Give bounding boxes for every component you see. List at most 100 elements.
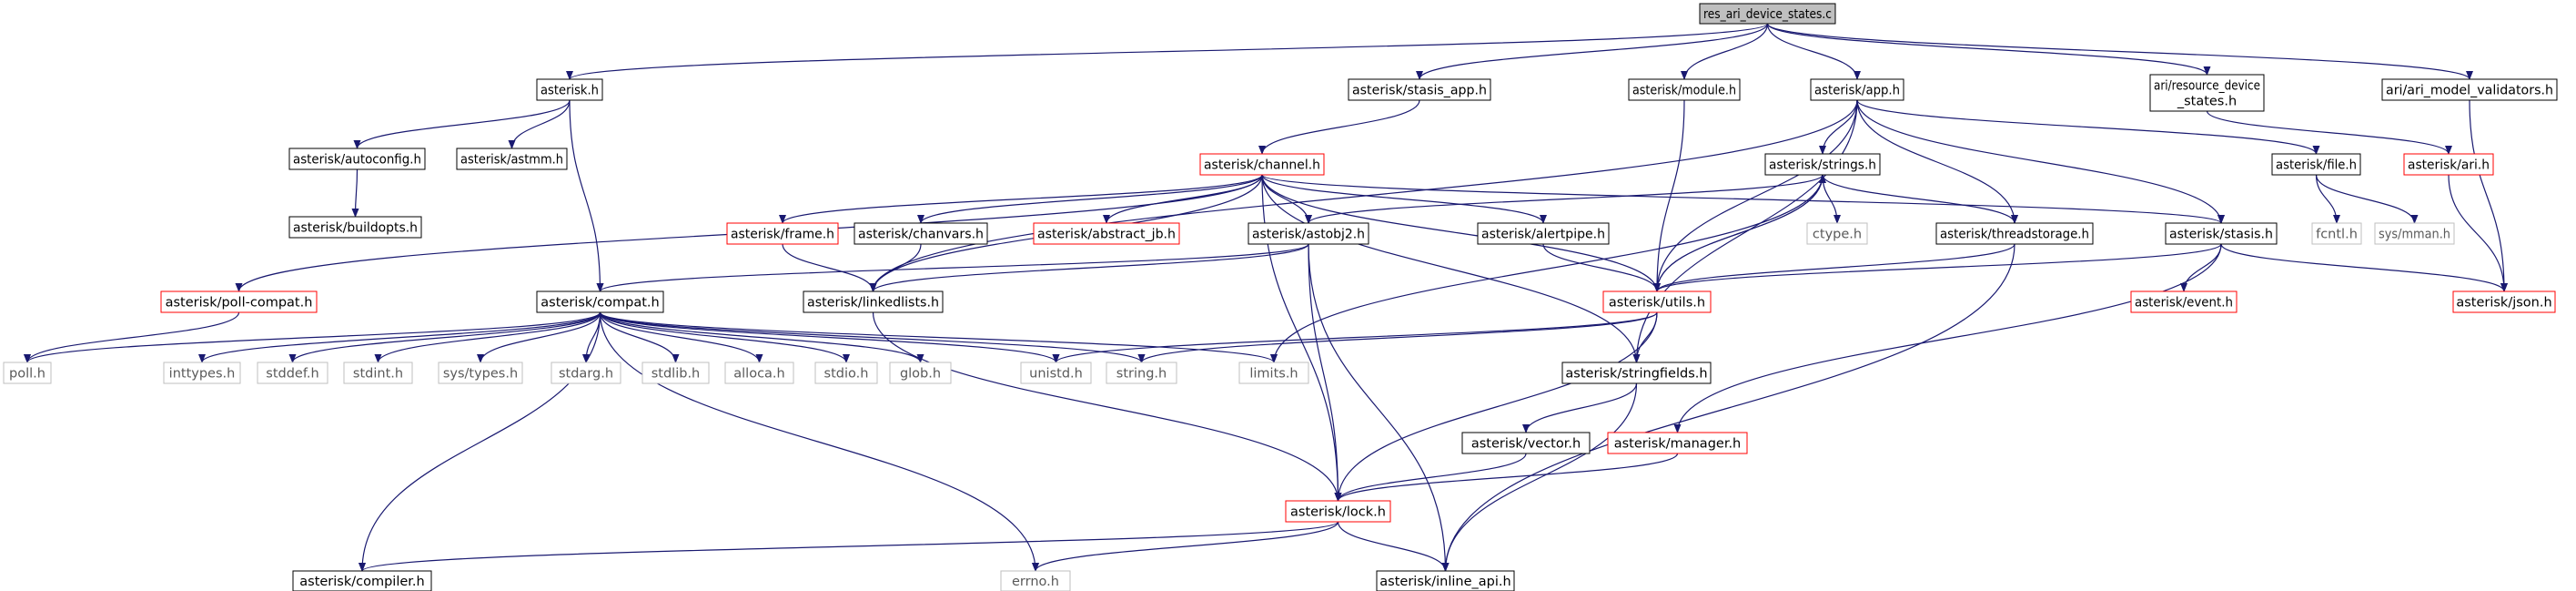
node-box [1376, 570, 1515, 591]
edge-utils_h-to-strings_h [1656, 174, 1826, 292]
node-box [1764, 153, 1881, 176]
edge-threadstorage_h-to-utils_h [1653, 243, 2015, 292]
edge-lock_h-to-errno_h [1032, 521, 1339, 572]
edge-lock_h-to-compiler_h [359, 521, 1339, 572]
node-box [641, 362, 710, 384]
node-event-h[interactable]: asterisk/event.h [2130, 290, 2238, 313]
node-box [1238, 362, 1309, 384]
edge-autoconfig_h-to-buildopts_h [351, 168, 359, 218]
node-box [3, 362, 52, 384]
edge-root-to-module_h [1681, 23, 1769, 80]
edge-stringfields_h-to-vector_h [1522, 382, 1638, 433]
edge-ari_model_validators_h-to-json_h [2469, 99, 2508, 292]
edge-astobj2_h-to-lock_h [1308, 243, 1342, 502]
node-inline-api-h[interactable]: asterisk/inline_api.h [1376, 570, 1515, 591]
edge-utils_h-to-string_h [1137, 311, 1658, 363]
node-label: asterisk/stringfields.h [1565, 367, 1707, 382]
node-label: asterisk/channel.h [1204, 158, 1320, 173]
node-strings-h[interactable]: asterisk/strings.h [1764, 153, 1881, 176]
edge-compat_h-to-alloca_h [599, 311, 763, 363]
node-label: fcntl.h [2316, 228, 2358, 242]
edge-root-to-asterisk_h [566, 23, 1769, 80]
node-resource-device-states-h[interactable]: ari/resource_device_states.h [2149, 74, 2265, 112]
node-box [2381, 78, 2558, 101]
node-module-h[interactable]: asterisk/module.h [1628, 78, 1741, 101]
node-compiler-h[interactable]: asterisk/compiler.h [292, 570, 432, 591]
node-file-h[interactable]: asterisk/file.h [2271, 153, 2361, 176]
edge-channel_h-to-alertpipe_h [1261, 174, 1547, 224]
node-linkedlists-h[interactable]: asterisk/linkedlists.h [803, 290, 944, 313]
edge-channel_h-to-astobj2_h [1261, 174, 1312, 224]
node-manager-h[interactable]: asterisk/manager.h [1607, 432, 1748, 454]
node-sys-types-h: sys/types.h [438, 362, 523, 384]
node-box [2165, 222, 2278, 245]
node-label: asterisk/linkedlists.h [807, 296, 939, 311]
node-label: asterisk/app.h [1814, 84, 1900, 98]
node-utils-h[interactable]: asterisk/utils.h [1602, 290, 1712, 313]
node-channel-h[interactable]: asterisk/channel.h [1199, 153, 1325, 176]
edge-channel_h-to-abstract_jb_h [1103, 174, 1263, 224]
node-label: string.h [1116, 367, 1167, 382]
edge-lock_h-to-inline_api_h [1337, 521, 1450, 572]
node-box [163, 362, 241, 384]
node-threadstorage-h[interactable]: asterisk/threadstorage.h [1935, 222, 2094, 245]
edge-channel_h-to-stasis_h [1261, 174, 2225, 224]
node-label: asterisk/module.h [1632, 84, 1736, 98]
edge-stasis_h-to-utils_h [1653, 243, 2222, 292]
edge-root-to-stasis_app_h [1416, 23, 1769, 80]
node-fcntl-h: fcntl.h [2311, 222, 2362, 245]
node-stasis-app-h[interactable]: asterisk/stasis_app.h [1348, 78, 1491, 101]
node-box [1935, 222, 2094, 245]
node-label: asterisk/frame.h [731, 228, 834, 242]
edge-app_h-to-utils_h [1653, 99, 1858, 292]
node-json-h[interactable]: asterisk/json.h [2452, 290, 2556, 313]
node-astobj2-h[interactable]: asterisk/astobj2.h [1248, 222, 1369, 245]
edge-strings_h-to-threadstorage_h [1822, 174, 2018, 224]
node-ari-model-validators-h[interactable]: ari/ari_model_validators.h [2381, 78, 2558, 101]
node-label: asterisk/vector.h [1471, 437, 1581, 452]
node-box [288, 216, 422, 239]
node-vector-h[interactable]: asterisk/vector.h [1461, 432, 1591, 454]
node-label: sys/mman.h [2379, 228, 2450, 242]
node-alertpipe-h[interactable]: asterisk/alertpipe.h [1477, 222, 1610, 245]
node-asterisk-h[interactable]: asterisk.h [536, 78, 603, 101]
node-box [854, 222, 988, 245]
node-label: asterisk/lock.h [1290, 505, 1386, 520]
node-label: asterisk/astobj2.h [1252, 228, 1365, 242]
node-label: asterisk/strings.h [1769, 158, 1876, 173]
edge-strings_h-to-astobj2_h [1305, 174, 1823, 224]
node-poll-compat-h[interactable]: asterisk/poll-compat.h [160, 290, 318, 313]
node-box [1810, 78, 1904, 101]
node-frame-h[interactable]: asterisk/frame.h [726, 222, 839, 245]
node-box [726, 222, 839, 245]
node-astmm-h[interactable]: asterisk/astmm.h [456, 148, 568, 170]
edge-root-to-app_h [1766, 23, 1861, 80]
edge-compat_h-to-sys_types_h [477, 311, 601, 363]
node-autoconfig-h[interactable]: asterisk/autoconfig.h [288, 148, 426, 170]
edge-channel_h-to-frame_h [779, 174, 1263, 224]
node-label: asterisk/alertpipe.h [1481, 228, 1605, 242]
node-abstract-jb-h[interactable]: asterisk/abstract_jb.h [1033, 222, 1180, 245]
node-chanvars-h[interactable]: asterisk/chanvars.h [854, 222, 988, 245]
node-alloca-h: alloca.h [724, 362, 794, 384]
node-root[interactable]: res_ari_device_states.c [1699, 3, 1836, 25]
node-app-h[interactable]: asterisk/app.h [1810, 78, 1904, 101]
edge-compat_h-to-compiler_h [359, 311, 601, 572]
edge-utils_h-to-lock_h [1334, 311, 1658, 502]
node-compat-h[interactable]: asterisk/compat.h [536, 290, 664, 313]
edge-resource_device_states_h-to-ari_h [2206, 110, 2452, 155]
node-buildopts-h[interactable]: asterisk/buildopts.h [288, 216, 422, 239]
node-label: asterisk/poll-compat.h [166, 296, 313, 311]
node-label: asterisk/utils.h [1609, 296, 1705, 311]
node-ari-h[interactable]: asterisk/ari.h [2403, 153, 2494, 176]
edge-compat_h-to-limits_h [599, 311, 1278, 363]
node-lock-h[interactable]: asterisk/lock.h [1285, 500, 1391, 523]
node-label: stdint.h [353, 367, 403, 382]
node-box [438, 362, 523, 384]
node-stasis-h[interactable]: asterisk/stasis.h [2165, 222, 2278, 245]
node-label: asterisk/astmm.h [460, 153, 563, 168]
node-label: unistd.h [1029, 367, 1083, 382]
node-stringfields-h[interactable]: asterisk/stringfields.h [1561, 362, 1712, 384]
edge-channel_h-to-chanvars_h [917, 174, 1263, 224]
